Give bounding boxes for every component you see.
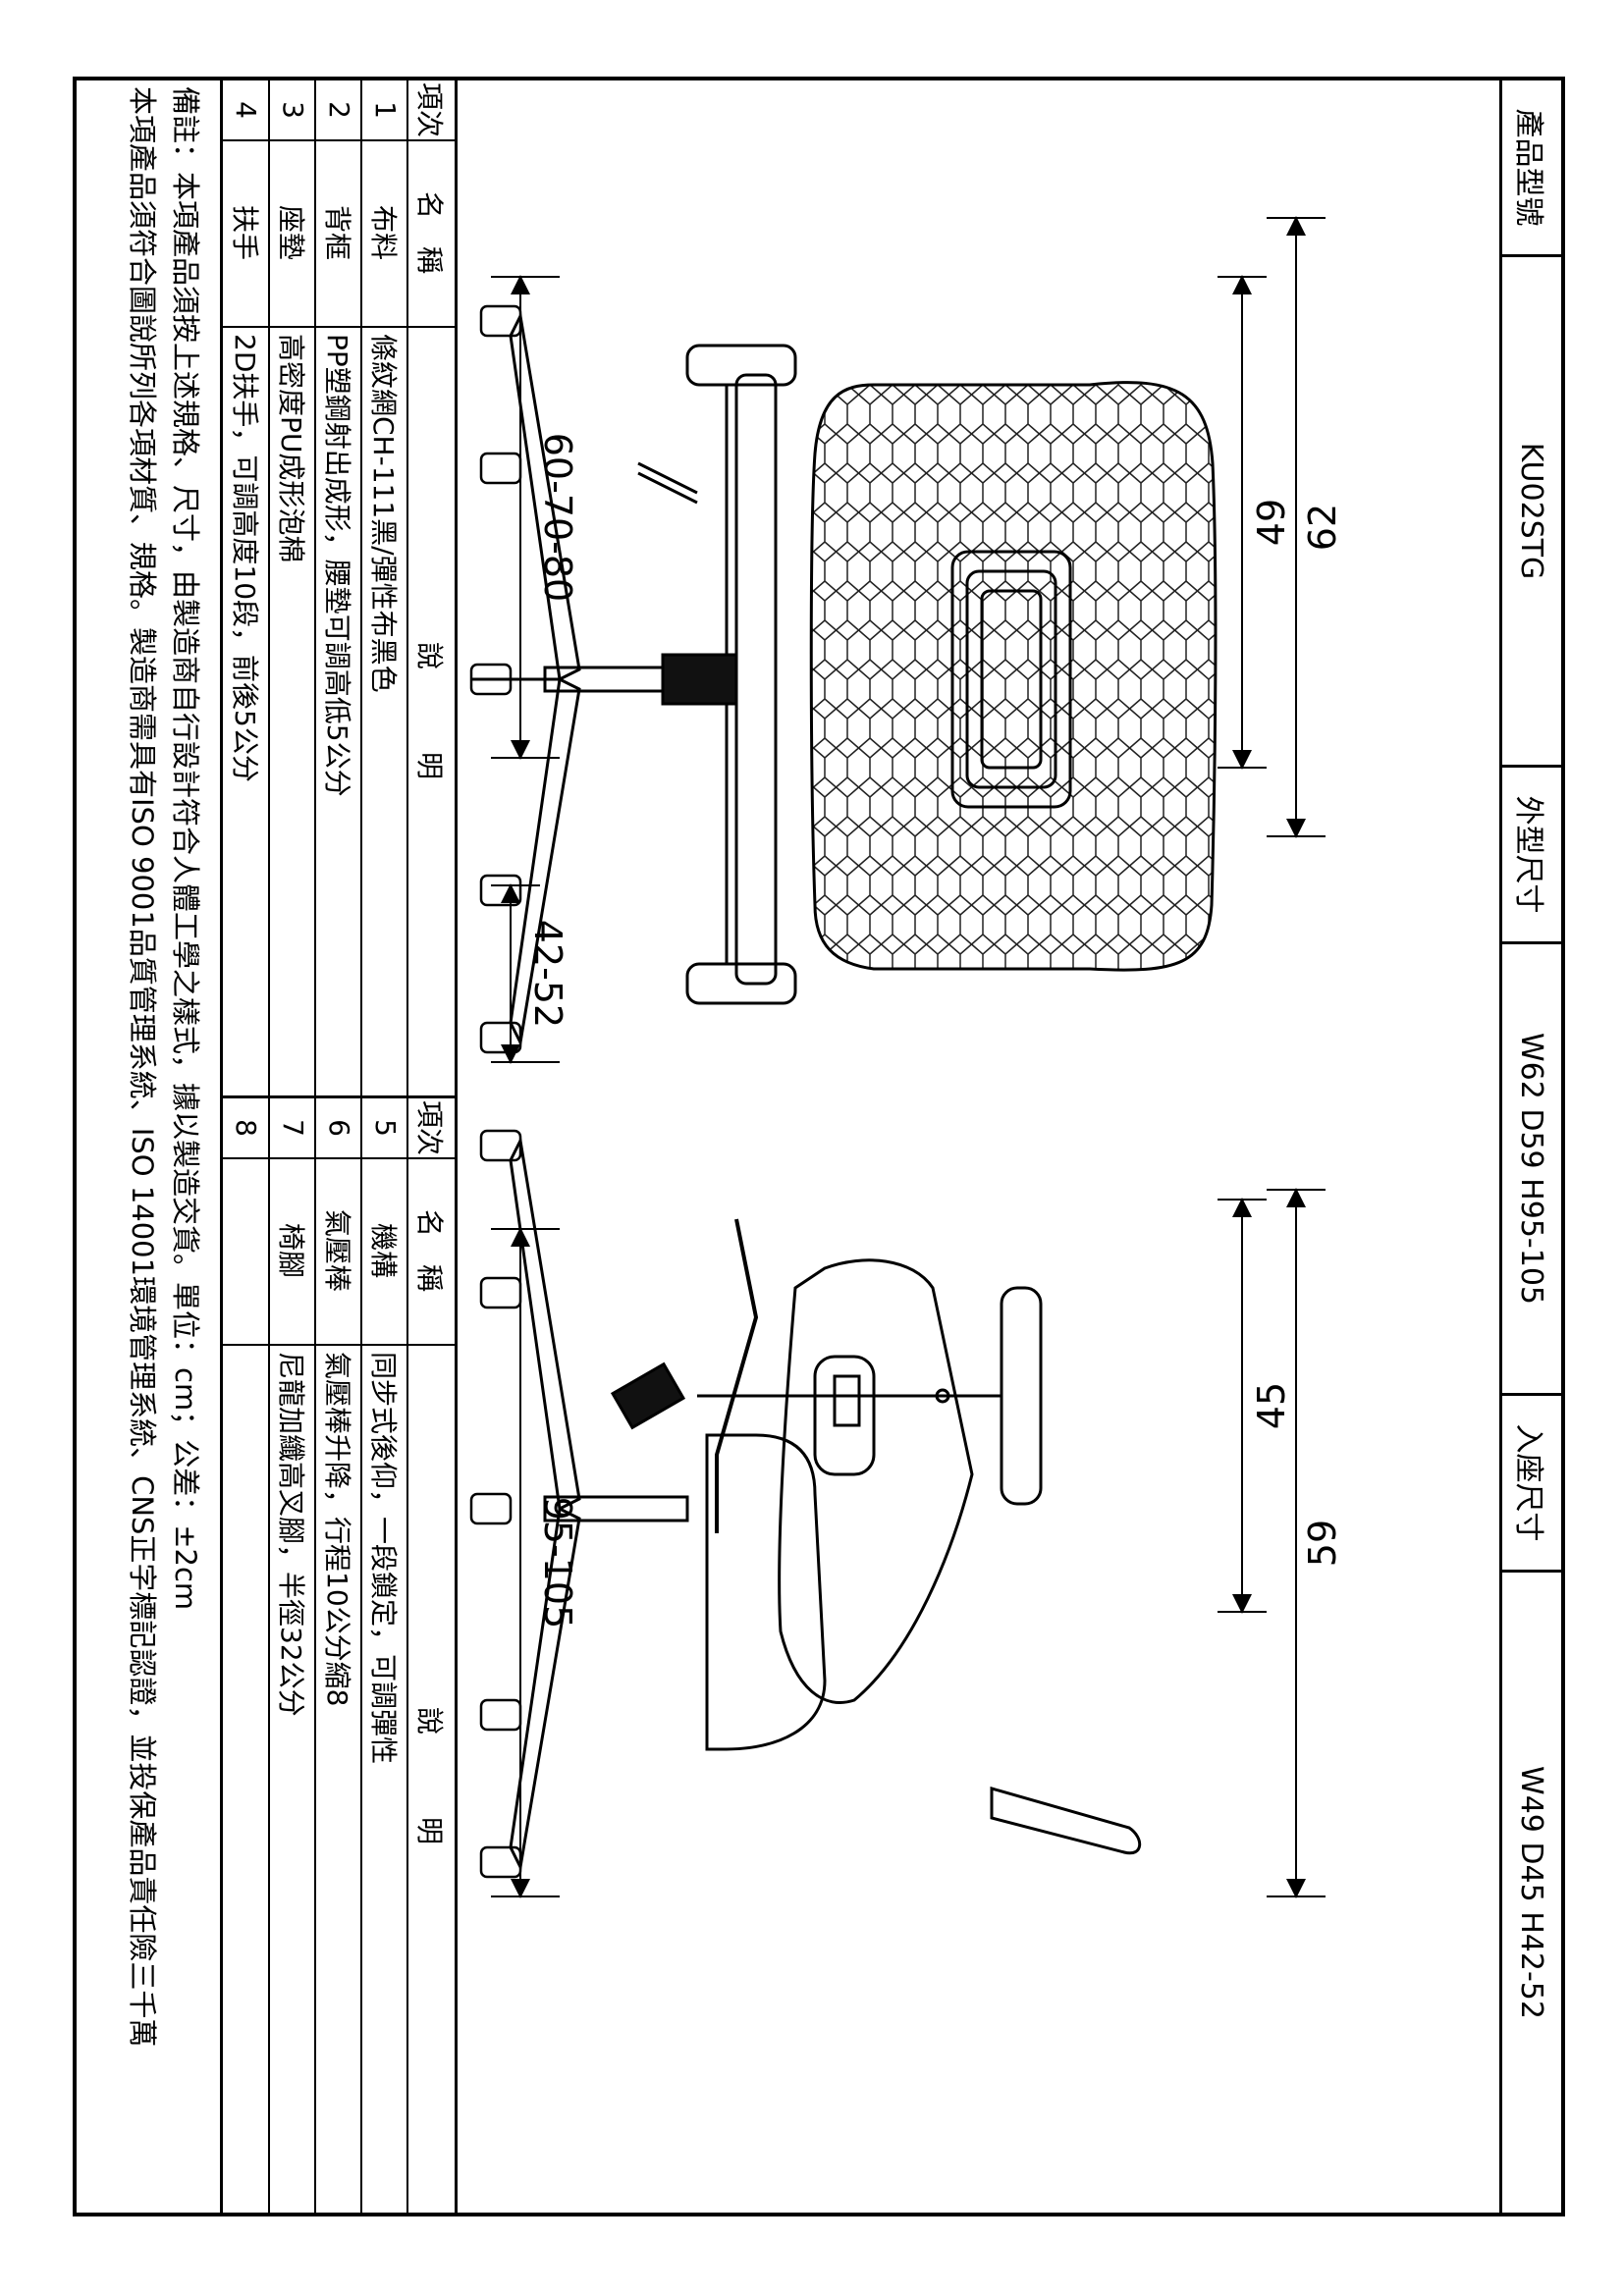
spec-table: 項次 名 稱 說 明 1 布料 條紋網CH-111黑/彈性布黑色 2 背框 PP… — [70, 80, 458, 2216]
header-desc: 說 明 — [413, 641, 447, 779]
row-desc: 2D扶手，可調高度10段，前後5公分 — [229, 334, 261, 782]
spec-right: 項次 名 稱 說 明 5 機構 同步式後仰，一段鎖定，可調彈性 6 氣壓棒 氣壓… — [223, 1095, 455, 2216]
row-no: 5 — [369, 1119, 402, 1137]
row-no: 7 — [277, 1119, 309, 1137]
row-name: 布料 — [367, 204, 401, 260]
row-name: 機構 — [367, 1222, 401, 1278]
row-name: 扶手 — [229, 204, 261, 260]
side-view: 95-105 59 45 — [469, 1129, 1344, 1898]
header-item: 項次 — [413, 81, 447, 137]
drawing-frame: 產品型號 KU02STG 外型尺寸 W62 D59 H95-105 入座尺寸 W… — [70, 77, 1565, 2216]
row-desc: 氣壓棒升降，行程10公分縮8 — [321, 1352, 354, 1707]
dim-front-inner: 49 — [1250, 499, 1293, 546]
chair-drawings: 60-70-80 62 49 42-52 — [469, 216, 1344, 1898]
note-line-1: 備註：本項產品須按上述規格、尺寸，由製造商自行設計符合人體工學之樣式，據以製造交… — [169, 86, 202, 1611]
front-view: 60-70-80 62 49 42-52 — [469, 216, 1344, 1064]
row-desc: 條紋網CH-111黑/彈性布黑色 — [367, 334, 401, 693]
dim-side-inner: 45 — [1250, 1382, 1293, 1429]
row-desc: 同步式後仰，一段鎖定，可調彈性 — [367, 1352, 401, 1765]
row-no: 8 — [230, 1119, 263, 1137]
row-no: 4 — [230, 101, 263, 119]
seat-size-value: W49 D45 H42-52 — [1514, 1766, 1549, 2019]
row-no: 6 — [323, 1119, 355, 1137]
row-name: 氣壓棒 — [321, 1208, 354, 1292]
outer-size-label: 外型尺寸 — [1502, 768, 1561, 944]
model-label: 產品型號 — [1502, 80, 1561, 257]
row-desc: 高密度PU成形泡棉 — [275, 334, 308, 563]
dim-front-seat: 42-52 — [526, 920, 569, 1028]
header-name: 名 稱 — [413, 1208, 447, 1292]
row-name — [223, 1157, 270, 1344]
dim-side-outer: 59 — [1301, 1520, 1344, 1567]
row-desc: PP塑鋼射出成形，腰墊可調高低5公分 — [321, 334, 354, 797]
title-block: 產品型號 KU02STG 外型尺寸 W62 D59 H95-105 入座尺寸 W… — [1499, 80, 1561, 2213]
header-name: 名 稱 — [413, 190, 447, 274]
row-desc — [223, 1352, 270, 2206]
row-name: 座墊 — [275, 204, 308, 260]
row-name: 背框 — [321, 204, 354, 260]
model-value: KU02STG — [1502, 257, 1561, 768]
header-item: 項次 — [413, 1099, 447, 1155]
row-no: 2 — [323, 101, 355, 119]
row-name: 椅腳 — [275, 1222, 308, 1278]
note-line-2: 本項產品須符合圖說所列各項材質、規格。製造商需具有ISO 9001品質管理系統、… — [126, 86, 159, 2048]
spec-left: 項次 名 稱 說 明 1 布料 條紋網CH-111黑/彈性布黑色 2 背框 PP… — [223, 80, 455, 1095]
dim-front-outer: 62 — [1301, 504, 1344, 551]
header-desc: 說 明 — [413, 1706, 447, 1844]
seat-size-label: 入座尺寸 — [1502, 1396, 1561, 1573]
row-no: 3 — [277, 101, 309, 119]
outer-size-value: W62 D59 H95-105 — [1502, 944, 1561, 1396]
row-desc: 尼龍加纖高叉腳，半徑32公分 — [275, 1352, 308, 1717]
row-no: 1 — [369, 101, 402, 119]
notes: 備註：本項產品須按上述規格、尺寸，由製造商自行設計符合人體工學之樣式，據以製造交… — [70, 80, 223, 2213]
